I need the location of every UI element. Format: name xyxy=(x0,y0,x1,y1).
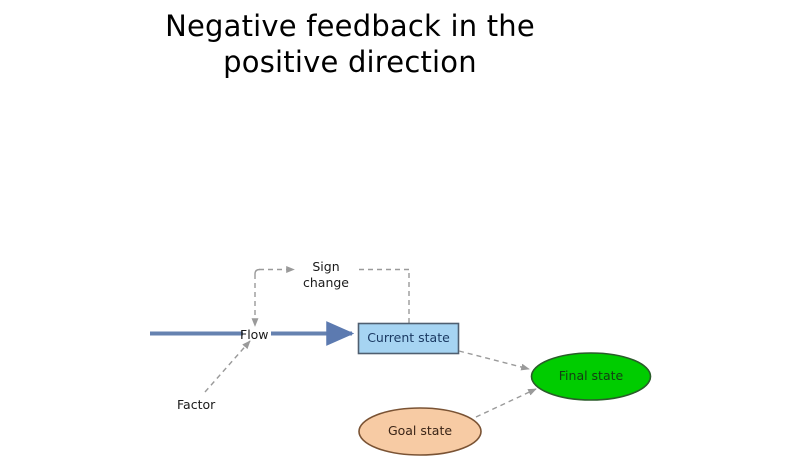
edge-current-state-to-final-state xyxy=(458,350,530,371)
edge-feedback-loop xyxy=(251,266,410,327)
edge-factor-to-flow xyxy=(204,340,251,393)
feedback-loop-corner xyxy=(254,268,260,275)
node-current-state[interactable] xyxy=(357,322,460,355)
node-goal-state[interactable] xyxy=(358,407,482,456)
page-title-line-1: Negative feedback in the xyxy=(165,9,535,43)
edge-goal-state-to-final-state xyxy=(475,388,537,418)
node-final-state[interactable] xyxy=(530,352,652,401)
page-title: Negative feedback in the positive direct… xyxy=(100,8,600,80)
page-title-line-2: positive direction xyxy=(223,45,477,79)
